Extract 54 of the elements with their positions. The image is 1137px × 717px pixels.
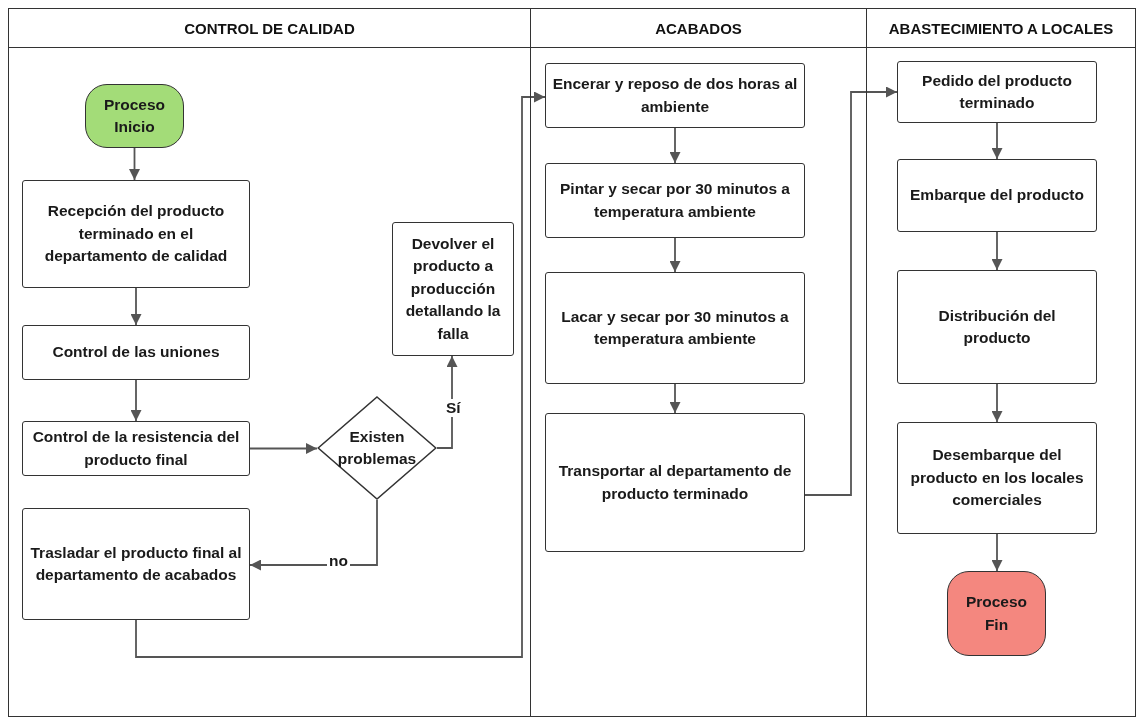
arrow <box>436 355 458 449</box>
step-text: Control de la resistencia del producto final <box>31 427 241 470</box>
terminal-pill <box>85 84 184 148</box>
arrow <box>804 86 898 496</box>
step-text: Lacar y secar por 30 minutos a temperatura ambiente <box>560 306 790 349</box>
arrow <box>991 231 1003 271</box>
swimlane <box>8 8 531 717</box>
arrow <box>130 379 142 422</box>
step-text: Embarque del producto <box>910 185 1084 206</box>
process-box <box>22 325 250 380</box>
edge-label: Sí <box>444 399 463 417</box>
process-box <box>545 413 805 552</box>
step-text: Existen problemas <box>336 426 418 469</box>
decision-diamond <box>317 396 437 500</box>
process-box <box>897 159 1097 232</box>
arrow <box>135 91 546 658</box>
step-text: Control de las uniones <box>52 342 220 363</box>
arrow <box>249 499 378 571</box>
arrow <box>669 237 681 273</box>
arrow <box>991 122 1003 160</box>
step-text: Trasladar el producto final al departamento de acabados <box>29 542 243 585</box>
lane-title: CONTROL DE CALIDAD <box>184 19 355 37</box>
arrow <box>991 533 1003 572</box>
arrow <box>669 383 681 414</box>
process-box <box>545 272 805 384</box>
arrow <box>129 147 140 181</box>
arrow <box>669 127 681 164</box>
swimlane <box>530 8 867 717</box>
process-box <box>22 180 250 288</box>
process-box <box>22 508 250 620</box>
step-text: Proceso Fin <box>964 592 1029 635</box>
step-text: Pintar y secar por 30 minutos a temperatura ambiente <box>559 179 791 222</box>
step-text: Desembarque del producto en los locales comerciales <box>909 445 1085 511</box>
step-text: Encerar y reposo de dos horas al ambiente <box>552 74 798 117</box>
process-box <box>897 61 1097 123</box>
arrow <box>249 443 318 454</box>
lane-title: ACABADOS <box>655 19 742 37</box>
terminal-pill <box>947 571 1046 656</box>
step-text: Transportar al departamento de producto terminado <box>557 461 793 504</box>
step-text: Pedido del producto terminado <box>921 70 1073 113</box>
process-box <box>392 222 514 356</box>
process-box <box>897 422 1097 534</box>
step-text: Proceso Inicio <box>102 94 167 137</box>
step-text: Recepción del producto terminado en el departamento de calidad <box>43 201 229 267</box>
process-box <box>545 163 805 238</box>
arrow <box>991 383 1003 423</box>
process-box <box>22 421 250 476</box>
process-box <box>545 63 805 128</box>
step-text: Distribución del producto <box>937 305 1057 348</box>
arrow <box>130 287 142 326</box>
lane-title: ABASTECIMIENTO A LOCALES <box>888 19 1114 37</box>
swimlane <box>866 8 1136 717</box>
process-box <box>897 270 1097 384</box>
step-text: Devolver el producto a producción detallando la falla <box>404 233 502 344</box>
